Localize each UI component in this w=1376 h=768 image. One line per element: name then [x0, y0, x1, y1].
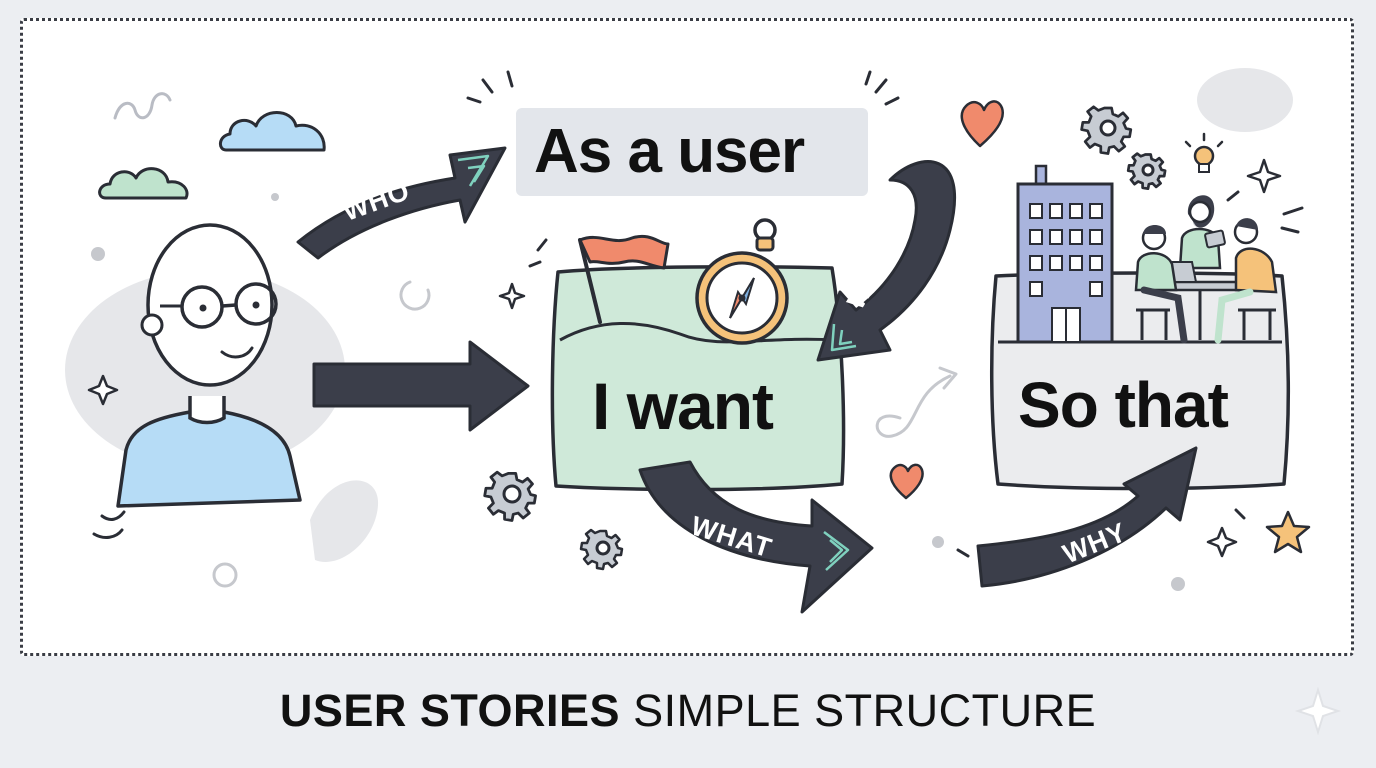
dot: [932, 536, 944, 548]
loop-arrow-head: [938, 366, 958, 390]
what-arrow-top-chevron: [830, 323, 857, 352]
caption-regular: SIMPLE STRUCTURE: [633, 685, 1097, 736]
i-want-label: I want: [592, 369, 774, 443]
corner-sparkle-icon: [1294, 686, 1342, 736]
grey-blob-topright: [1197, 68, 1293, 132]
building-icon: [1016, 164, 1114, 344]
star-icon: [1265, 510, 1311, 554]
sparkle-icon: [1206, 526, 1238, 558]
heart-icon: [889, 463, 924, 500]
so-that-label: So that: [1018, 369, 1229, 441]
dot: [91, 247, 105, 261]
what-arrow-top: [816, 160, 957, 362]
compass-icon: [695, 218, 789, 345]
caption-bold: USER STORIES: [279, 685, 621, 736]
cloud-icon: [219, 111, 326, 152]
grey-blob-lower: [310, 480, 379, 562]
as-a-user-label: As a user: [534, 117, 805, 186]
caption: USER STORIES SIMPLE STRUCTURE: [0, 685, 1376, 737]
team-icon: [1134, 195, 1278, 344]
as-a-user-box: [516, 108, 868, 196]
cloud-icon: [98, 167, 189, 200]
panel-hill: [559, 322, 837, 344]
gear-icon: [483, 470, 537, 522]
flag-icon: [578, 234, 670, 324]
dot: [1171, 577, 1185, 591]
ring: [212, 562, 238, 588]
heart-icon: [960, 100, 1005, 148]
loop-arrow: [875, 374, 952, 438]
action-lines: [466, 70, 1304, 558]
gear-icon: [1080, 105, 1133, 155]
person-to-want-arrow: [312, 340, 530, 432]
sparkle-icon: [498, 282, 526, 310]
why-arrow: [976, 446, 1198, 588]
sparkle-icon: [1246, 158, 1282, 194]
motion-lines: [92, 510, 126, 539]
lightbulb-icon: [1184, 132, 1224, 173]
gear-icon: [1126, 152, 1167, 191]
gear-icon: [579, 528, 624, 571]
squiggle-icon: [113, 92, 172, 120]
person-icon: [116, 223, 302, 508]
who-arrow: [296, 146, 507, 260]
dot: [271, 193, 279, 201]
sparkle-icon: [87, 374, 119, 406]
who-arrow-chevron: [457, 154, 490, 187]
ring-arrow: [399, 280, 431, 311]
what-arrow-bottom: [638, 460, 874, 614]
what-arrow-bottom-chevron: [823, 531, 850, 571]
